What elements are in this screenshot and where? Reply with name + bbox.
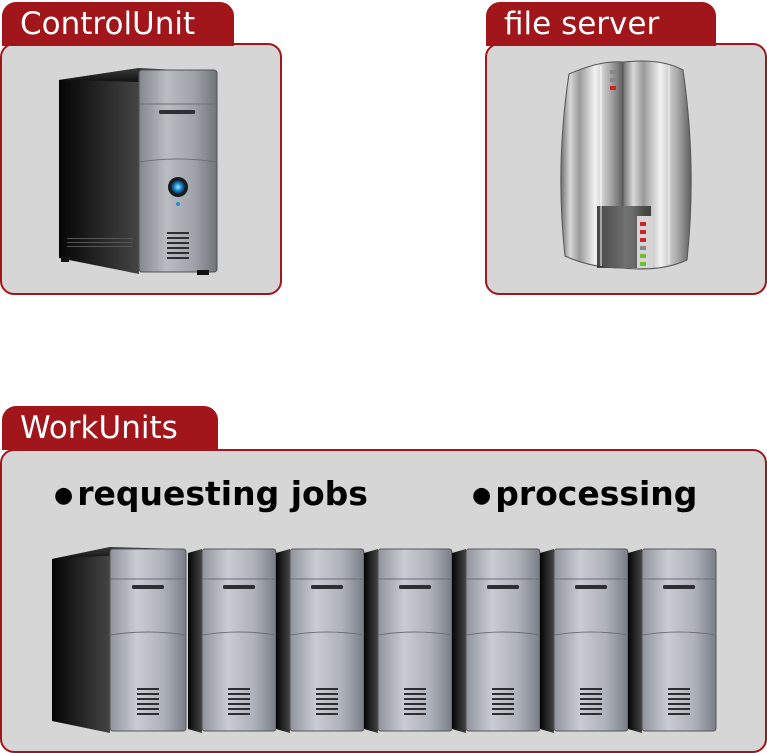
work-unit-computer-icon: [276, 548, 365, 733]
work-unit-computer-icon: [540, 548, 629, 733]
work-unit-computer-icon: [364, 548, 453, 733]
work-unit-computer-icon: [452, 548, 541, 733]
bullet-requesting-jobs: ●requesting jobs: [54, 474, 368, 513]
work-unit-computer-icon: [628, 548, 717, 733]
work-unit-row: [50, 543, 730, 735]
bullet-requesting-jobs-label: requesting jobs: [77, 474, 368, 513]
control-unit-computer-icon: [59, 68, 218, 275]
bullet-processing: ●processing: [472, 474, 698, 513]
file-server-icon: [560, 60, 692, 270]
work-units-tab: WorkUnits: [2, 406, 218, 450]
work-unit-computer-icon: [188, 548, 277, 733]
file-server-tab: file server: [486, 2, 716, 46]
work-unit-computer-icon: [52, 547, 187, 733]
bullet-processing-label: processing: [495, 474, 698, 513]
control-unit-tab: ControlUnit: [2, 2, 234, 46]
